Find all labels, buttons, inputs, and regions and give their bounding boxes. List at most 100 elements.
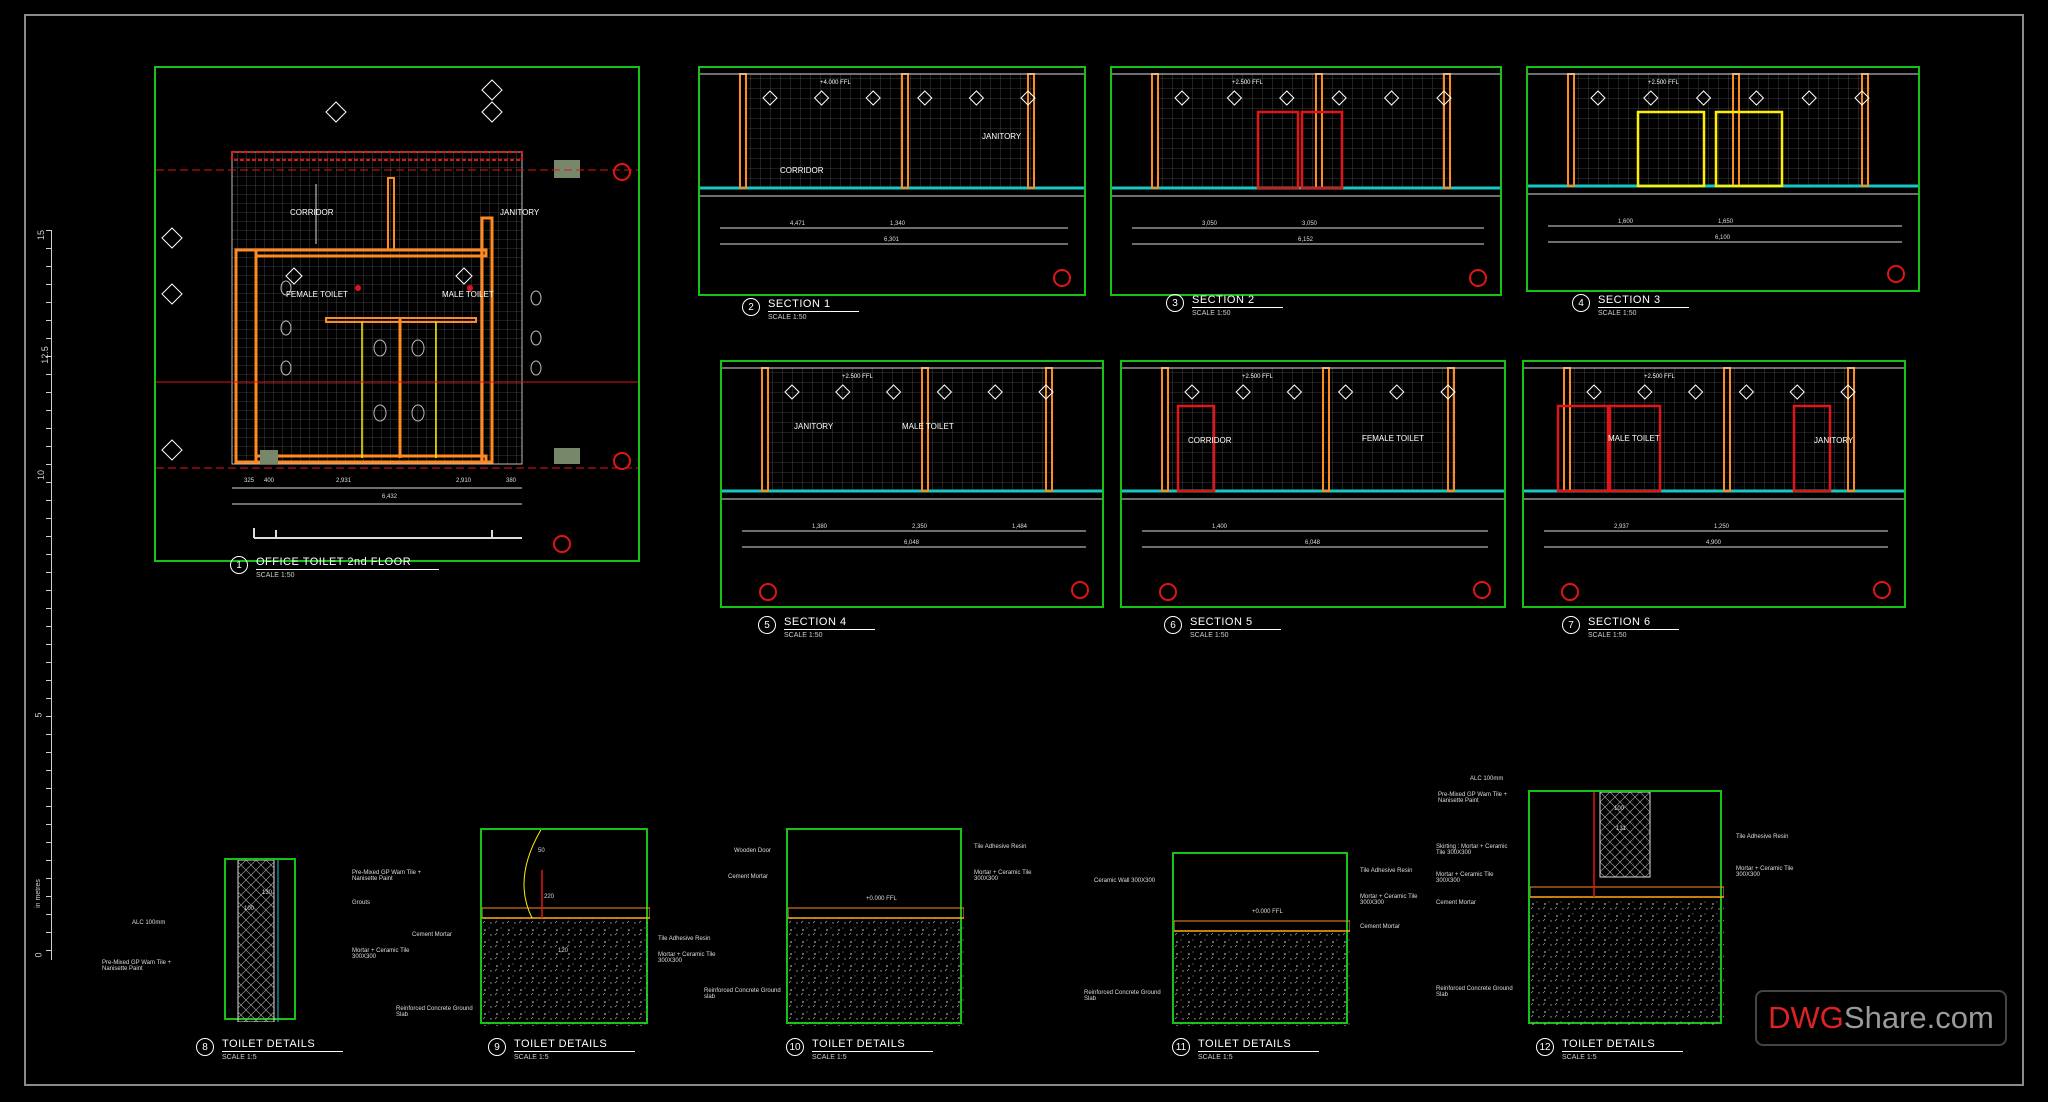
dimension-text: 1,380 — [812, 524, 828, 530]
detail-note: Skirting : Mortar + Ceramic Tile 300X300 — [1436, 844, 1508, 856]
ruler-tick — [46, 320, 52, 321]
ruler-tick — [46, 932, 52, 933]
detail-note: ALC 100mm — [1470, 776, 1504, 782]
dimension-text: 2,931 — [336, 478, 352, 484]
detail-note: ALC 100mm — [132, 920, 166, 926]
ruler-tick — [46, 536, 52, 537]
ruler-tick — [46, 302, 52, 303]
detail-note: Tile Adhesive Resin — [658, 936, 711, 942]
ruler-tick — [46, 842, 52, 843]
detail-note: Ceramic Wall 300X300 — [1094, 878, 1156, 884]
ruler-tick — [46, 860, 52, 861]
plan-viewport: CORRIDOR JANITORY FEMALE TOILET MALE TOI… — [154, 66, 640, 562]
ffl-level: +2.500 FFL — [842, 374, 873, 380]
detail-note: Tile Adhesive Resin — [1736, 834, 1789, 840]
d11-drawing — [1174, 920, 1350, 1026]
ffl-level: +2.500 FFL — [1242, 374, 1273, 380]
ruler-tick — [46, 554, 52, 555]
dimension-text: 2,910 — [456, 478, 472, 484]
dimension-total: 6,152 — [1298, 237, 1314, 243]
detail-note: Mortar + Ceramic Tile 300X300 — [658, 952, 716, 964]
detail-note: Tile Adhesive Resin — [974, 844, 1027, 850]
detail-note: Reinforced Concrete Ground Slab — [1436, 986, 1513, 998]
ruler-tick — [46, 590, 52, 591]
ruler-tick — [46, 788, 52, 789]
dimension-text: 3,050 — [1302, 221, 1318, 227]
detail-note: Reinforced Concrete Ground slab — [704, 988, 781, 1000]
detail-note: Pre-Mixed GP Wam Tile + Nanisette Paint — [1438, 792, 1508, 804]
s2-drawing — [1112, 73, 1500, 287]
detail-note: Reinforced Concrete Ground Slab — [1084, 990, 1161, 1002]
ruler-tick — [46, 806, 52, 807]
ruler-tick — [46, 734, 52, 735]
dimension-text: 380 — [506, 478, 517, 484]
dimension-text: 2,937 — [1614, 524, 1630, 530]
ruler-tick — [46, 608, 52, 609]
s2-viewport: 3,050 3,050 6,152 +2.500 FFL — [1110, 66, 1502, 296]
ruler-tick — [46, 374, 52, 375]
detail-note: Mortar + Ceramic Tile 300X300 — [352, 948, 410, 960]
dimension-total: 6,048 — [1305, 540, 1321, 546]
ruler-label: 15 — [36, 229, 47, 241]
ffl-level: +4.000 FFL — [820, 80, 851, 86]
ruler-tick — [46, 500, 52, 501]
s5-drawing — [1122, 367, 1504, 601]
ruler-tick — [46, 626, 52, 627]
d10-drawing — [788, 907, 964, 1026]
detail-note: Wooden Door — [734, 848, 771, 854]
room-label: JANITORY — [982, 132, 1022, 141]
ruler-tick — [46, 446, 52, 447]
ruler-tick — [46, 518, 52, 519]
ffl-level: +2.500 FFL — [1644, 374, 1675, 380]
ruler-tick — [46, 878, 52, 879]
room-label-corridor: CORRIDOR — [290, 208, 334, 217]
ruler-tick — [46, 716, 52, 717]
ruler-tick — [46, 662, 52, 663]
room-label-janitory: JANITORY — [500, 208, 540, 217]
detail-note: 220 — [544, 894, 555, 900]
room-label-male-toilet: MALE TOILET — [442, 290, 494, 299]
detail-note: Cement Mortar — [412, 932, 453, 938]
drawing-sheet-border — [24, 14, 2024, 1086]
detail-note: Tile Adhesive Resin — [1360, 868, 1413, 874]
detail-note: 131 — [1616, 826, 1627, 832]
dimension-text: 1,600 — [1618, 219, 1634, 225]
d9-drawing — [482, 830, 650, 1026]
ruler-tick — [46, 770, 52, 771]
detail-note: 100 — [1614, 806, 1625, 812]
dimension-text: 1,400 — [1212, 524, 1228, 530]
detail-note: 50 — [538, 848, 545, 854]
ffl-level: +2.500 FFL — [1648, 80, 1679, 86]
ruler-tick — [46, 698, 52, 699]
detail-note: Reinforced Concrete Ground Slab — [396, 1006, 473, 1018]
dimension-total: 6,301 — [884, 237, 900, 243]
detail-note: 120 — [558, 948, 569, 954]
ffl-level: +2.500 FFL — [1232, 80, 1263, 86]
detail-note: Grouts — [352, 900, 371, 906]
dimension-text: 1,340 — [890, 221, 906, 227]
ruler-tick — [46, 680, 52, 681]
floor-plan-drawing — [156, 79, 638, 553]
detail-note: Mortar + Ceramic Tile 300X300 — [1360, 894, 1418, 906]
ruler-tick — [46, 392, 52, 393]
room-label: CORRIDOR — [1188, 436, 1232, 445]
detail-note: 100 — [244, 906, 255, 912]
dimension-text: 1,650 — [1718, 219, 1734, 225]
ruler-tick — [46, 896, 52, 897]
ruler-label: 5 — [33, 712, 44, 718]
dimension-text: 3,050 — [1202, 221, 1218, 227]
ruler-tick — [46, 464, 52, 465]
